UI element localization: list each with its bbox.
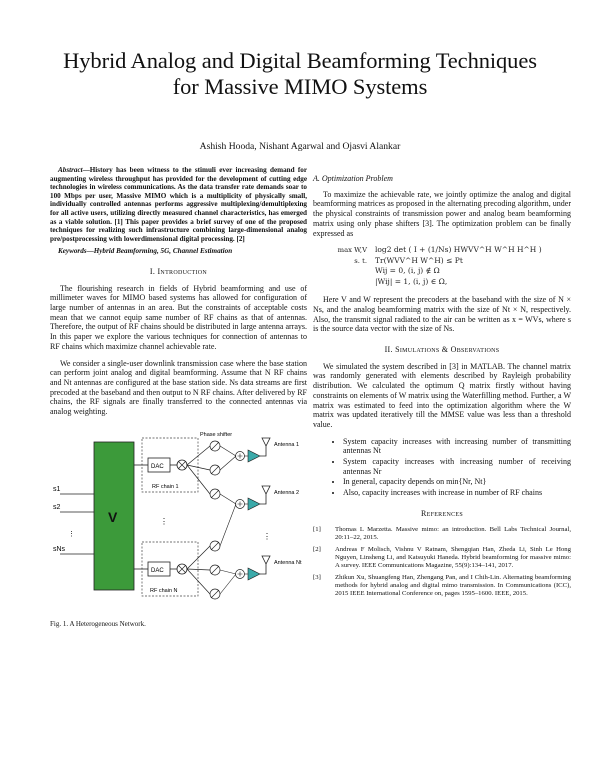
references-list: [1]Thomas L Marzetta. Massive mimo: an i…	[313, 526, 571, 599]
input-s2-label: s2	[53, 504, 61, 511]
abstract-text: —History has been witness to the stimuli…	[50, 166, 307, 243]
optimization-paragraph-1: To maximize the achievable rate, we join…	[313, 189, 571, 238]
equation-constraint-2: Wij = 0, (i, j) ∉ Ω	[375, 266, 440, 276]
digital-precoder-label: V	[108, 509, 118, 525]
observations-list: System capacity increases with increasin…	[313, 437, 571, 498]
intro-paragraph-1: The flourishing research in fields of Hy…	[50, 283, 307, 351]
right-column: A. Optimization Problem To maximize the …	[313, 174, 571, 602]
simulations-paragraph: We simulated the system described in [3]…	[313, 361, 571, 429]
dac-n-label: DAC	[151, 568, 164, 574]
list-item: In general, capacity depends on min{Nr, …	[343, 477, 571, 487]
reference-item: [1]Thomas L Marzetta. Massive mimo: an i…	[313, 525, 571, 541]
antenna-nt-label: Antenna Nt	[274, 560, 302, 566]
simulations-heading: II. Simulations & Observations	[384, 345, 500, 355]
paper-title: Hybrid Analog and Digital Beamforming Te…	[20, 48, 580, 100]
authors: Ashish Hooda, Nishant Agarwal and Ojasvi…	[199, 141, 401, 152]
antenna-1-label: Antenna 1	[274, 442, 299, 448]
list-item: System capacity increases with increasin…	[343, 437, 571, 456]
antenna-2-label: Antenna 2	[274, 490, 299, 496]
equation-max: max W,V	[337, 246, 367, 255]
reference-item: [3]Zhikun Xu, Shuangfeng Han, Zhengang P…	[313, 574, 571, 598]
equation-constraint-3: |Wij| = 1, (i, j) ∈ Ω,	[375, 276, 448, 286]
optimization-heading: A. Optimization Problem	[313, 174, 393, 183]
amplifier-2-icon	[247, 497, 261, 511]
reference-item: [2]Andreas F Molisch, Vishnu V Ratnam, S…	[313, 545, 571, 569]
abstract-lead: Abstract	[58, 166, 83, 174]
rf-chain-1-label: RF chain 1	[152, 484, 179, 490]
intro-heading: I. Introduction	[149, 266, 208, 276]
list-item: System capacity increases with increasin…	[343, 457, 571, 476]
optimization-equation: max W,V log2 det ( I + (1/Ns) HWVV^H W^H …	[333, 245, 571, 287]
phase-shifter-label: Phase shifter	[200, 432, 232, 438]
equation-objective: log2 det ( I + (1/Ns) HWVV^H W^H H^H )	[375, 245, 542, 255]
list-item: Also, capacity increases with increase i…	[343, 488, 571, 498]
title-line-1: Hybrid Analog and Digital Beamforming Te…	[63, 48, 537, 73]
keywords: Keywords—Hybrid Beamforming, 5G, Channel…	[58, 247, 233, 256]
rf-chain-dots: ⋮	[160, 517, 168, 526]
hybrid-beamforming-diagram: s1 s2 sNs ⋮ V DAC DAC RF chain 1 RF chai	[53, 432, 302, 600]
optimization-paragraph-2: Here V and W represent the precoders at …	[313, 295, 571, 334]
figure-caption: Fig. 1. A Heterogeneous Network.	[50, 619, 146, 628]
antenna-2-icon	[260, 485, 271, 505]
antenna-nt-icon	[260, 555, 271, 575]
input-sns-label: sNs	[53, 546, 66, 553]
dac-1-label: DAC	[151, 464, 164, 470]
rf-chain-n-label: RF chain N	[150, 588, 178, 594]
amplifier-n-icon	[247, 567, 261, 581]
input-dots: ⋮	[68, 531, 75, 538]
digital-precoder-block	[93, 441, 135, 591]
references-heading: References	[420, 508, 463, 518]
amplifier-1-icon	[247, 449, 261, 463]
left-column: Abstract—History has been witness to the…	[50, 166, 307, 629]
antenna-1-icon	[260, 437, 271, 457]
title-line-2: for Massive MIMO Systems	[172, 74, 428, 99]
abstract: Abstract—History has been witness to the…	[50, 166, 307, 243]
equation-st: s. t.	[354, 256, 367, 265]
figure-1: s1 s2 sNs ⋮ V DAC DAC RF chain 1 RF chai	[50, 424, 307, 614]
antenna-dots: ⋮	[263, 532, 271, 541]
equation-constraint-1: Tr(WVV^H W^H) ≤ Pt	[375, 255, 463, 265]
intro-paragraph-2: We consider a single-user downlink trans…	[50, 358, 307, 417]
input-s1-label: s1	[53, 486, 61, 493]
